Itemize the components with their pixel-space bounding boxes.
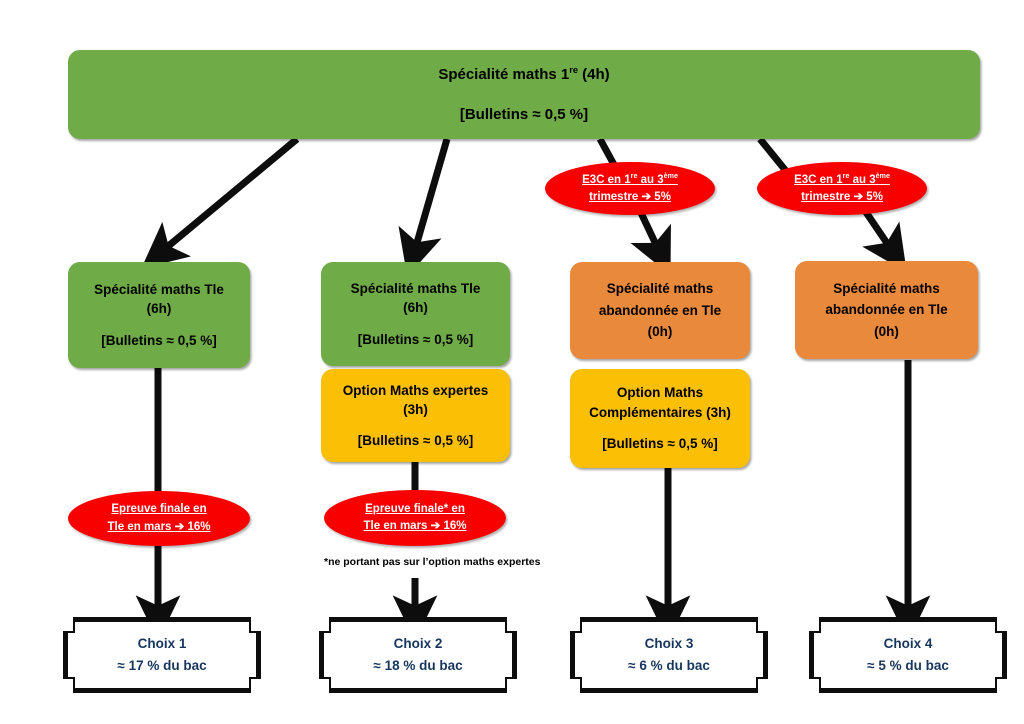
choice-1-label: Choix 1 [137,636,187,652]
badge-e3c-col3[interactable]: E3C en 1re au 3ème trimestre ➔ 5% [545,162,715,215]
node-col2-specialite-tle[interactable]: Spécialité maths Tle (6h) [Bulletins ≈ 0… [321,262,510,366]
badge-e3c-col4-line1: E3C en 1re au 3ème [794,172,890,187]
choice-box-2[interactable]: Choix 2 ≈ 18 % du bac [319,617,517,693]
arrow-top-to-e3c-2 [757,136,789,174]
col3-box1-line1: Spécialité maths [606,281,714,297]
choice-2-label: Choix 2 [393,636,443,652]
badge-epreuve-finale-col2[interactable]: Epreuve finale* en Tle en mars ➔ 16% [324,490,506,546]
col2-box1-line1: Spécialité maths Tle [350,280,481,296]
col3-box2-line1: Option Maths [616,385,704,401]
choice-3-share: ≈ 6 % du bac [628,658,710,673]
col2-box2-line1: Option Maths expertes [342,382,489,398]
badge-e3c-col4-line2: trimestre ➔ 5% [801,190,883,203]
choice-2-fill [324,622,512,688]
col2-box1-line3: [Bulletins ≈ 0,5 %] [357,331,474,347]
col3-box2-line3: [Bulletins ≈ 0,5 %] [602,436,718,452]
node-col3-option-maths-complementaires[interactable]: Option Maths Complémentaires (3h) [Bulle… [570,369,750,468]
root-bulletins-line: [Bulletins ≈ 0,5 %] [459,106,589,123]
col1-box1-line1: Spécialité maths Tle [94,281,224,297]
col3-box2-line2: Complémentaires (3h) [589,404,731,420]
badge-epreuve-finale-col1[interactable]: Epreuve finale en Tle en mars ➔ 16% [68,491,250,546]
badge-e3c-col4[interactable]: E3C en 1re au 3ème trimestre ➔ 5% [757,162,927,215]
node-col3-specialite-abandonnee[interactable]: Spécialité maths abandonnée en Tle (0h) [570,262,750,359]
choice-box-4[interactable]: Choix 4 ≈ 5 % du bac [809,617,1007,693]
col2-exam-line2: Tle en mars ➔ 16% [363,520,467,532]
col2-box2-line3: [Bulletins ≈ 0,5 %] [357,432,474,448]
col1-exam-line1: Epreuve finale en [111,503,207,516]
choice-4-label: Choix 4 [883,636,933,652]
choice-3-label: Choix 3 [644,636,694,652]
choice-4-fill [814,622,1002,688]
col4-box1-line2: abandonnée en Tle [825,302,948,318]
badge-e3c-col3-line2: trimestre ➔ 5% [589,190,671,203]
choice-3-fill [575,622,763,688]
col2-box1-line2: (6h) [403,300,428,316]
choice-box-3[interactable]: Choix 3 ≈ 6 % du bac [570,617,768,693]
footnote-col2: *ne portant pas sur l’option maths exper… [324,556,541,568]
choice-2-share: ≈ 18 % du bac [373,658,463,673]
node-col4-specialite-abandonnee[interactable]: Spécialité maths abandonnée en Tle (0h) [795,261,978,359]
root-title-line: Spécialité maths 1re (4h) [438,64,610,83]
col4-box1-line1: Spécialité maths [833,280,940,296]
choice-1-fill [68,622,256,688]
col3-box1-line3: (0h) [647,324,673,340]
col2-box2-line2: (3h) [403,402,428,418]
badge-e3c-col3-line1: E3C en 1re au 3ème [582,172,678,187]
col2-exam-line1: Epreuve finale* en [365,502,465,515]
arrow-top-to-col2 [398,138,451,277]
col1-box1-line3: [Bulletins ≈ 0,5 %] [101,332,217,348]
node-col1-specialite-tle[interactable]: Spécialité maths Tle (6h) [Bulletins ≈ 0… [68,262,250,368]
col3-box1-line2: abandonnée en Tle [598,302,722,318]
col1-exam-line2: Tle en mars ➔ 16% [107,520,211,533]
col1-box1-line2: (6h) [146,301,172,317]
node-col2-option-maths-expertes[interactable]: Option Maths expertes (3h) [Bulletins ≈ … [321,369,510,462]
choice-1-share: ≈ 17 % du bac [117,658,207,673]
choice-4-share: ≈ 5 % du bac [867,658,949,673]
arrow-top-to-col1 [141,136,300,269]
col4-box1-line3: (0h) [874,323,899,339]
choice-box-1[interactable]: Choix 1 ≈ 17 % du bac [63,617,261,693]
node-specialite-maths-premiere[interactable]: Spécialité maths 1re (4h) [Bulletins ≈ 0… [68,50,980,139]
